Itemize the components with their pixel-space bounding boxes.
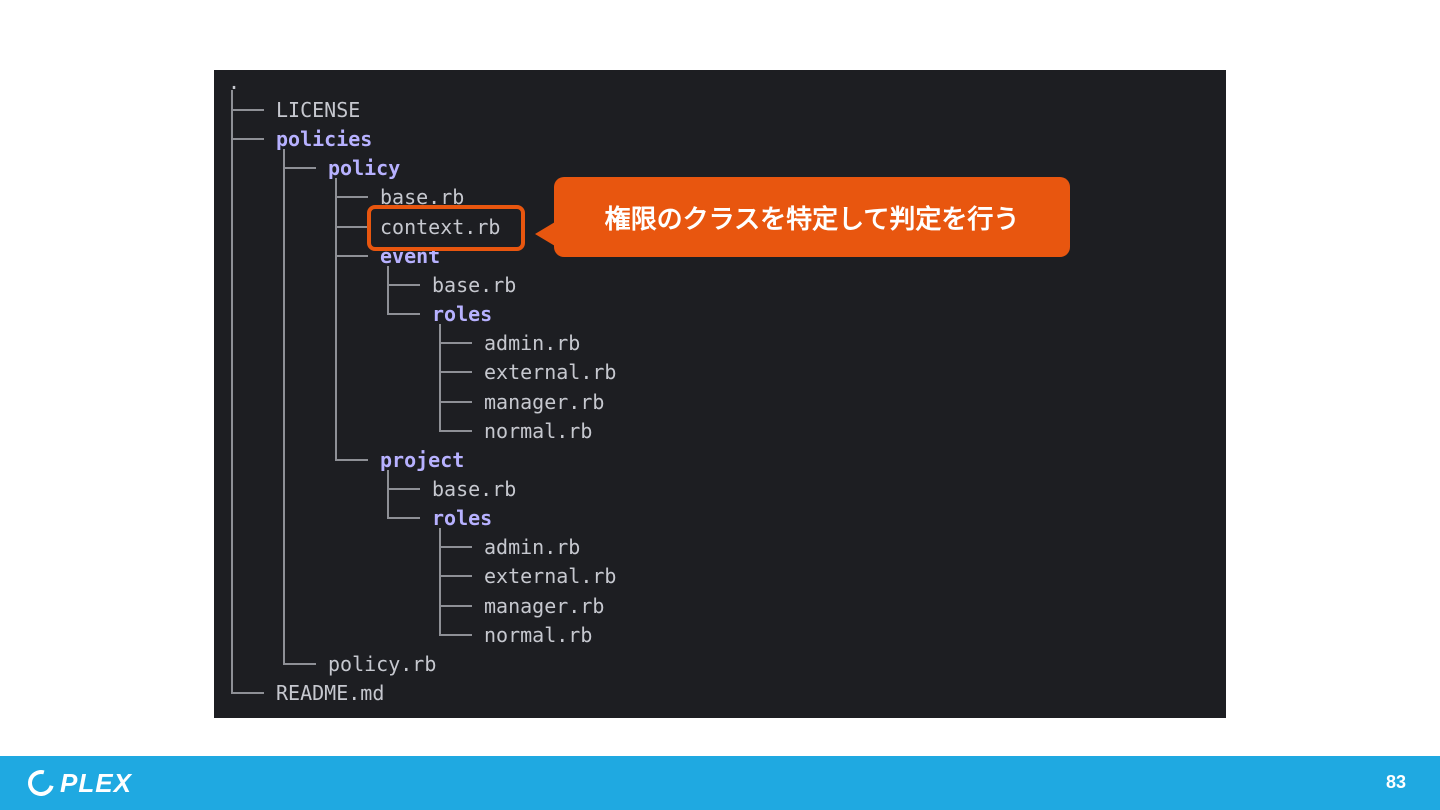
tree-branch: [231, 109, 264, 111]
callout-pointer: [535, 222, 555, 246]
tree-file: external.rb: [484, 564, 617, 589]
tree-folder: policy: [328, 156, 401, 181]
tree-folder: roles: [432, 302, 493, 327]
tree-file: base.rb: [432, 476, 517, 501]
tree-guide: [439, 324, 441, 432]
tree-branch: [439, 604, 472, 607]
tree-branch: [387, 517, 420, 520]
tree-folder: roles: [432, 506, 493, 531]
tree-branch: [439, 633, 472, 636]
tree-branch: [439, 400, 472, 403]
callout-annotation: 権限のクラスを特定して判定を行う: [554, 177, 1070, 257]
tree-file: README.md: [276, 681, 385, 705]
tree-branch: [335, 196, 368, 199]
tree-branch: [231, 138, 264, 141]
tree-branch: [335, 458, 368, 461]
tree-file: normal.rb: [484, 418, 593, 443]
tree-file: admin.rb: [484, 535, 581, 560]
tree-file: normal.rb: [484, 622, 593, 647]
logo-text: PLEX: [60, 767, 132, 798]
tree-branch: [335, 225, 368, 228]
tree-file: context.rb: [380, 214, 501, 239]
tree-branch: [387, 283, 420, 286]
tree-branch: [335, 254, 368, 257]
logo-ring-icon: [23, 765, 59, 801]
tree-file: base.rb: [432, 272, 517, 297]
tree-guide: [231, 90, 233, 694]
tree-branch: [439, 342, 472, 345]
tree-file: external.rb: [484, 360, 617, 385]
tree-root: .: [228, 70, 241, 94]
tree-branch: [231, 692, 264, 694]
tree-guide: [335, 178, 337, 461]
tree-guide: [439, 528, 441, 636]
tree-guide: [387, 469, 389, 520]
callout-text: 権限のクラスを特定して判定を行う: [604, 204, 1020, 235]
tree-branch: [439, 546, 472, 549]
slide-footer: PLEX 83: [0, 756, 1440, 810]
plex-logo: PLEX: [23, 765, 132, 801]
tree-branch: [439, 575, 472, 578]
tree-guide: [387, 265, 389, 316]
tree-folder: policies: [276, 127, 373, 152]
tree-branch: [283, 167, 316, 170]
page-number: 83: [1385, 772, 1406, 792]
tree-branch: [387, 313, 420, 316]
tree-folder: project: [380, 447, 465, 472]
tree-file: policy.rb: [328, 651, 437, 676]
terminal-screenshot: . LICENSE policies policy base.rb context.rb…: [214, 70, 1226, 718]
tree-file: manager.rb: [484, 389, 605, 414]
tree-guide: [283, 149, 285, 665]
tree-branch: [439, 371, 472, 374]
tree-branch: [387, 487, 420, 490]
tree-file: admin.rb: [484, 331, 581, 356]
tree-branch: [439, 429, 472, 432]
tree-branch: [283, 662, 316, 665]
tree-file: manager.rb: [484, 593, 605, 618]
highlight-context-rb: [367, 205, 525, 251]
tree-file: LICENSE: [276, 98, 361, 122]
